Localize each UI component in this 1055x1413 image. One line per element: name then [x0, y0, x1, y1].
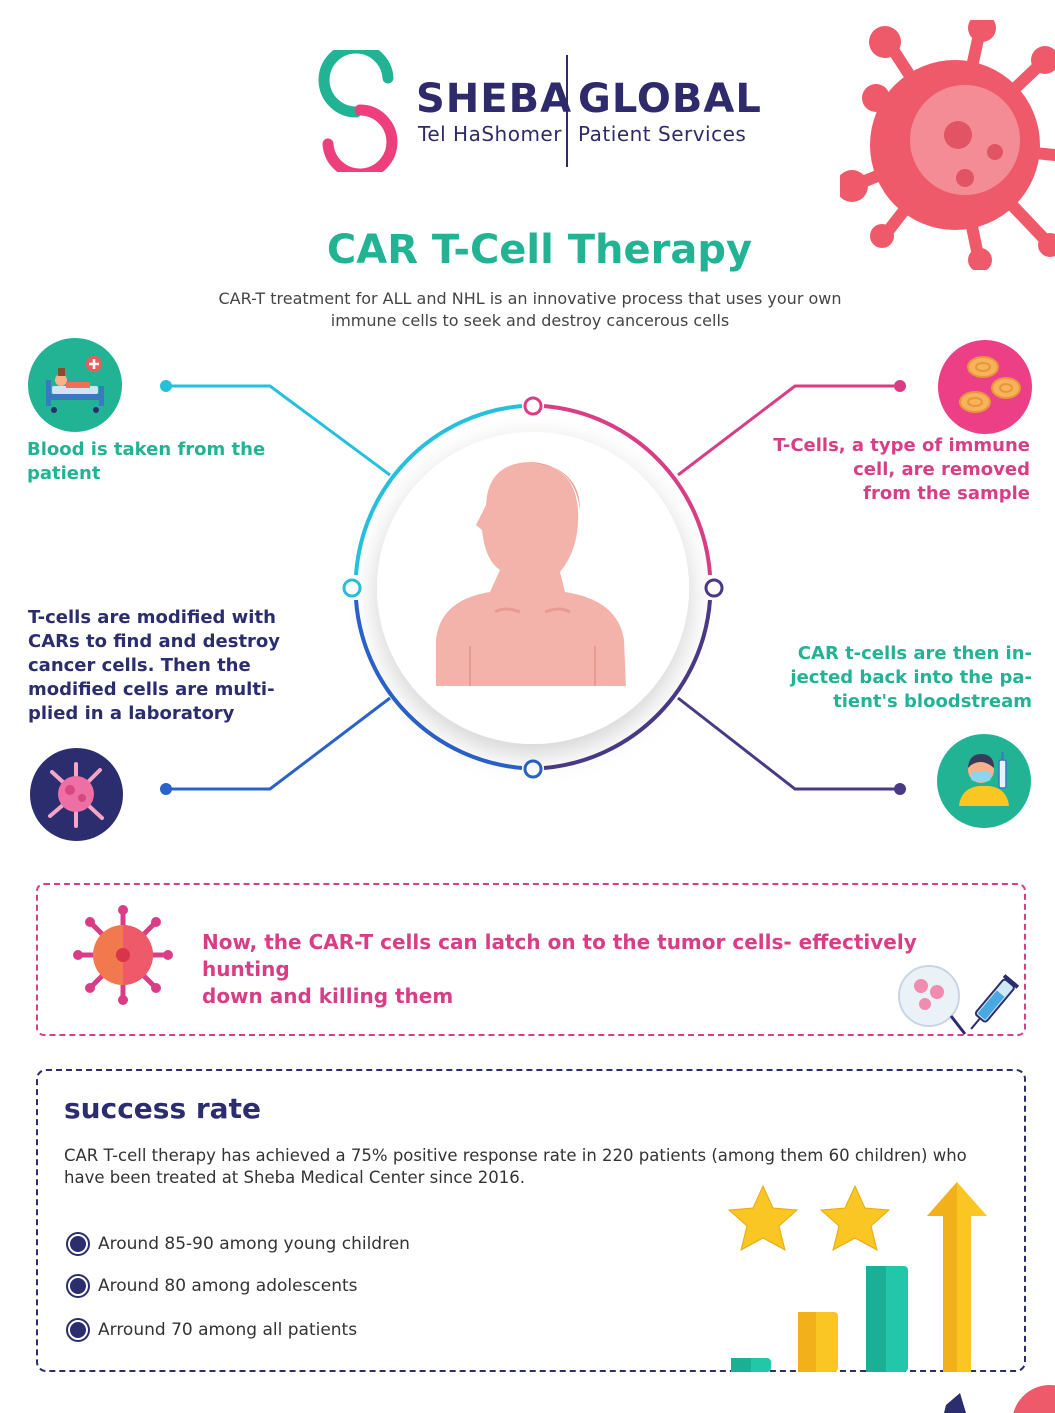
- success-rate-title: success rate: [64, 1092, 261, 1125]
- logo-brand-left: SHEBA: [416, 76, 573, 122]
- step-1-text: Blood is taken from the patient: [27, 439, 266, 484]
- logo-brand-right: GLOBAL: [578, 76, 762, 122]
- page-title: CAR T-Cell Therapy: [326, 227, 753, 273]
- tumor-hunting-text: Now, the CAR-T cells can latch on to the…: [202, 930, 917, 1008]
- success-rate-text: CAR T-cell therapy has achieved a 75% po…: [64, 1146, 967, 1187]
- sheba-logo-icon: [318, 50, 398, 172]
- petri-dish-syringe-icon: [898, 965, 1020, 1035]
- success-bullet-1: Around 85-90 among young children: [66, 1232, 410, 1256]
- step-2-text: T-Cells, a type of immune cell, are remo…: [773, 435, 1030, 504]
- success-rate-box: [36, 1069, 1026, 1372]
- bullet-dot-icon: [66, 1274, 90, 1298]
- step-4-text: CAR t-cells are then in- jected back int…: [790, 643, 1032, 712]
- page-subtitle: CAR-T treatment for ALL and NHL is an in…: [0, 288, 1055, 332]
- logo-sub-left: Tel HaShomer: [418, 122, 562, 146]
- tumor-hunting-box: [36, 883, 1026, 1036]
- bullet-dot-icon: [66, 1232, 90, 1256]
- success-bullet-3: Arround 70 among all patients: [66, 1318, 357, 1342]
- success-bullet-2: Around 80 among adolescents: [66, 1274, 358, 1298]
- logo-divider: [566, 55, 568, 167]
- growth-chart-icon: [727, 1182, 987, 1372]
- nurse-injection-icon: [937, 734, 1031, 828]
- bullet-dot-icon: [66, 1318, 90, 1342]
- process-diagram: [160, 380, 906, 795]
- step-3-text: T-cells are modified with CARs to find a…: [28, 607, 281, 724]
- virus-icon: [840, 20, 1055, 270]
- logo-sub-right: Patient Services: [578, 122, 747, 146]
- corner-decoration-icon: [944, 1385, 1055, 1413]
- subtitle-line-1: CAR-T treatment for ALL and NHL is an in…: [218, 289, 842, 308]
- subtitle-line-2: immune cells to seek and destroy cancero…: [330, 311, 730, 330]
- red-blood-cells-icon: [938, 340, 1032, 434]
- patient-bust-icon: [436, 462, 626, 686]
- hospital-bed-icon: [28, 338, 122, 432]
- modified-cell-icon: [30, 748, 123, 841]
- tumor-virus-icon: [73, 905, 173, 1005]
